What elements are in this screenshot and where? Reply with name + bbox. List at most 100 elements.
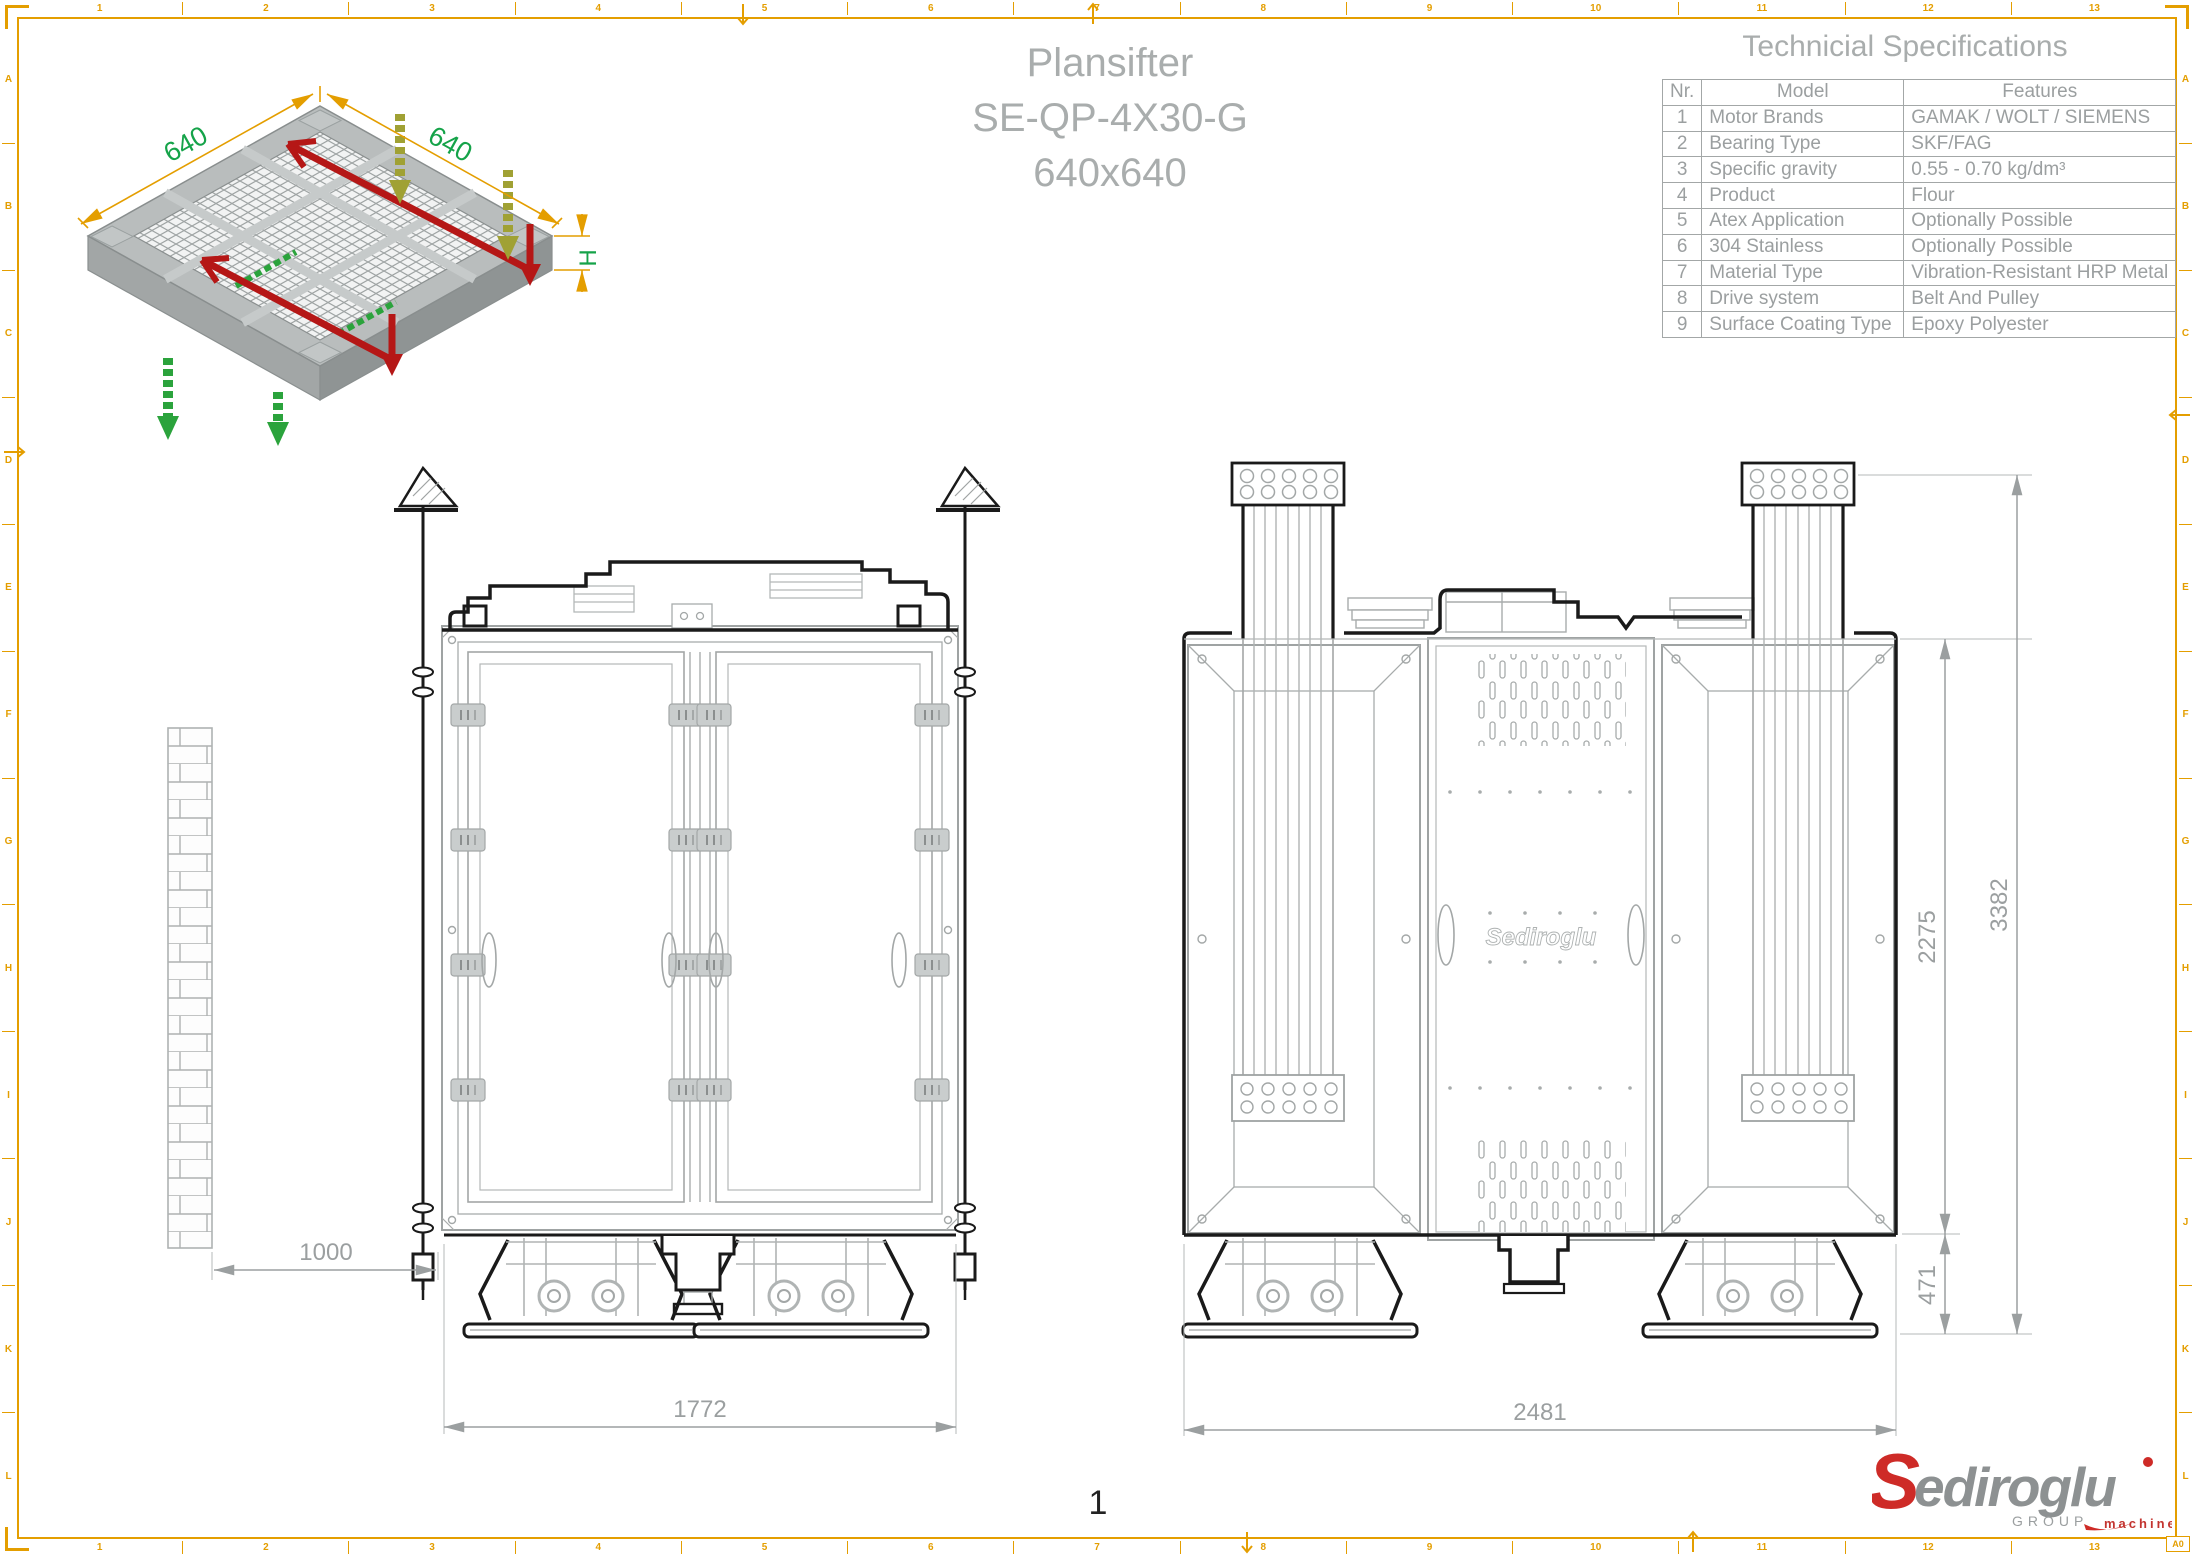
grid-row-label: B — [2179, 144, 2192, 271]
grid-column-label: 11 — [1679, 1541, 1846, 1554]
spec-table-title: Technicial Specifications — [1742, 30, 2068, 63]
side-panel-left — [1187, 644, 1421, 1234]
grid-row-label: F — [2, 652, 15, 779]
grid-row-label: J — [2179, 1159, 2192, 1287]
cell-nr: 1 — [1661, 104, 1703, 132]
grid-row-label: I — [2, 1032, 15, 1160]
iso-dim-right-label: 640 — [423, 120, 477, 168]
grid-row-label: H — [2, 905, 15, 1033]
cell-nr: 5 — [1661, 207, 1703, 235]
grid-row-label: E — [2179, 525, 2192, 652]
logo-initial: S — [1872, 1446, 1920, 1525]
cell-model: Atex Application — [1701, 207, 1905, 235]
side-dim-total-height-label: 3382 — [1986, 878, 2013, 931]
logo-group-text: GROUP — [2012, 1513, 2088, 1529]
louver-vents-bottom — [1478, 1140, 1626, 1232]
grid-column-label: 6 — [848, 1541, 1015, 1554]
cell-model: Bearing Type — [1701, 130, 1905, 158]
side-dim-body-height-label: 2275 — [1914, 910, 1941, 963]
title-size: 640x640 — [1033, 151, 1187, 195]
cell-nr: 7 — [1661, 259, 1703, 287]
side-panel-right — [1661, 644, 1895, 1234]
grid-column-label: 4 — [516, 1541, 682, 1554]
front-dim-wall-label: 1000 — [299, 1239, 352, 1266]
spec-header-model: Model — [1701, 79, 1905, 106]
page-number: 1 — [1088, 1484, 1108, 1522]
grid-column-label: 9 — [1347, 2, 1514, 15]
column-collars — [1347, 597, 1755, 629]
grid-column-label: 1 — [17, 2, 184, 15]
cell-features: Flour — [1903, 182, 2177, 209]
grid-column-label: 9 — [1347, 1541, 1514, 1554]
cell-nr: 6 — [1661, 233, 1703, 261]
grid-column-label: 8 — [1181, 1541, 1347, 1554]
logo-trademark-dot — [2143, 1457, 2153, 1467]
cell-features: 0.55 - 0.70 kg/dm³ — [1903, 156, 2177, 184]
title-product: Plansifter — [1026, 41, 1194, 85]
drawing-title: Plansifter SE-QP-4X30-G 640x640 — [830, 36, 1390, 201]
drawing-frame — [17, 17, 2177, 1539]
grid-row-label: K — [2, 1286, 15, 1414]
grid-column-label: 12 — [1846, 2, 2012, 15]
company-logo: S ediroglu GROUP machine — [1868, 1437, 2175, 1538]
grid-column-label: 8 — [1181, 2, 1347, 15]
center-discharge — [660, 1236, 736, 1292]
grid-row-label: G — [2, 779, 15, 906]
grid-row-label: E — [2, 525, 15, 652]
extension-lines — [211, 1244, 957, 1434]
cell-model: Material Type — [1701, 259, 1905, 287]
leg-cluster — [1641, 1236, 1879, 1339]
cell-features: SKF/FAG — [1903, 130, 2177, 158]
extension-lines — [1183, 474, 2032, 1436]
door-handles — [481, 932, 907, 988]
grid-row-label: G — [2179, 779, 2192, 906]
cell-nr: 8 — [1661, 285, 1703, 313]
middle-cap — [1445, 591, 1567, 633]
grid-column-label: 5 — [682, 1541, 849, 1554]
grid-column-label: 10 — [1513, 2, 1680, 15]
louver-vents-top — [1478, 654, 1626, 746]
rivet-dots — [1448, 790, 1632, 1090]
spec-header-features: Features — [1903, 79, 2177, 106]
watermark-logo: Sediroglu — [1486, 924, 1597, 951]
grid-row-label: B — [2, 144, 15, 271]
cell-nr: 3 — [1661, 156, 1703, 184]
cell-model: Product — [1701, 182, 1905, 209]
iso-dimension-lines — [77, 86, 590, 292]
cell-features: Optionally Possible — [1903, 233, 2177, 261]
leg-cluster — [1181, 1236, 1419, 1339]
grid-row-label: C — [2, 271, 15, 398]
cell-nr: 9 — [1661, 311, 1703, 338]
logo-machine-text: machine — [2104, 1516, 2172, 1531]
grid-row-label: L — [5, 1470, 12, 1482]
grid-column-label: 3 — [349, 2, 516, 15]
cell-model: Motor Brands — [1701, 104, 1905, 132]
grid-row-label: J — [2, 1159, 15, 1287]
cell-features: GAMAK / WOLT / SIEMENS — [1903, 104, 2177, 132]
logo-brand-text: ediroglu — [1914, 1456, 2116, 1518]
front-cabinet — [441, 560, 959, 1339]
front-dim-width-label: 1772 — [673, 1396, 726, 1423]
center-mark-arrow-up-icon — [1087, 2, 1099, 24]
grid-row-label: L — [2182, 1470, 2189, 1482]
grid-row-label: H — [2179, 905, 2192, 1033]
grid-column-label: 4 — [516, 2, 682, 15]
side-dim-width-label: 2481 — [1513, 1399, 1566, 1426]
cell-features: Belt And Pulley — [1903, 285, 2177, 313]
isometric-view: 640 640 H — [77, 86, 600, 446]
grid-row-label: C — [2179, 271, 2192, 398]
cell-features: Vibration-Resistant HRP Metal — [1903, 259, 2177, 287]
grid-column-label: 11 — [1679, 2, 1846, 15]
iso-dim-left-label: 640 — [159, 120, 213, 168]
grid-column-label: 13 — [2088, 3, 2100, 14]
grid-column-label: 12 — [1846, 1541, 2012, 1554]
spec-header-row: Nr. Model Features — [1661, 79, 2177, 106]
